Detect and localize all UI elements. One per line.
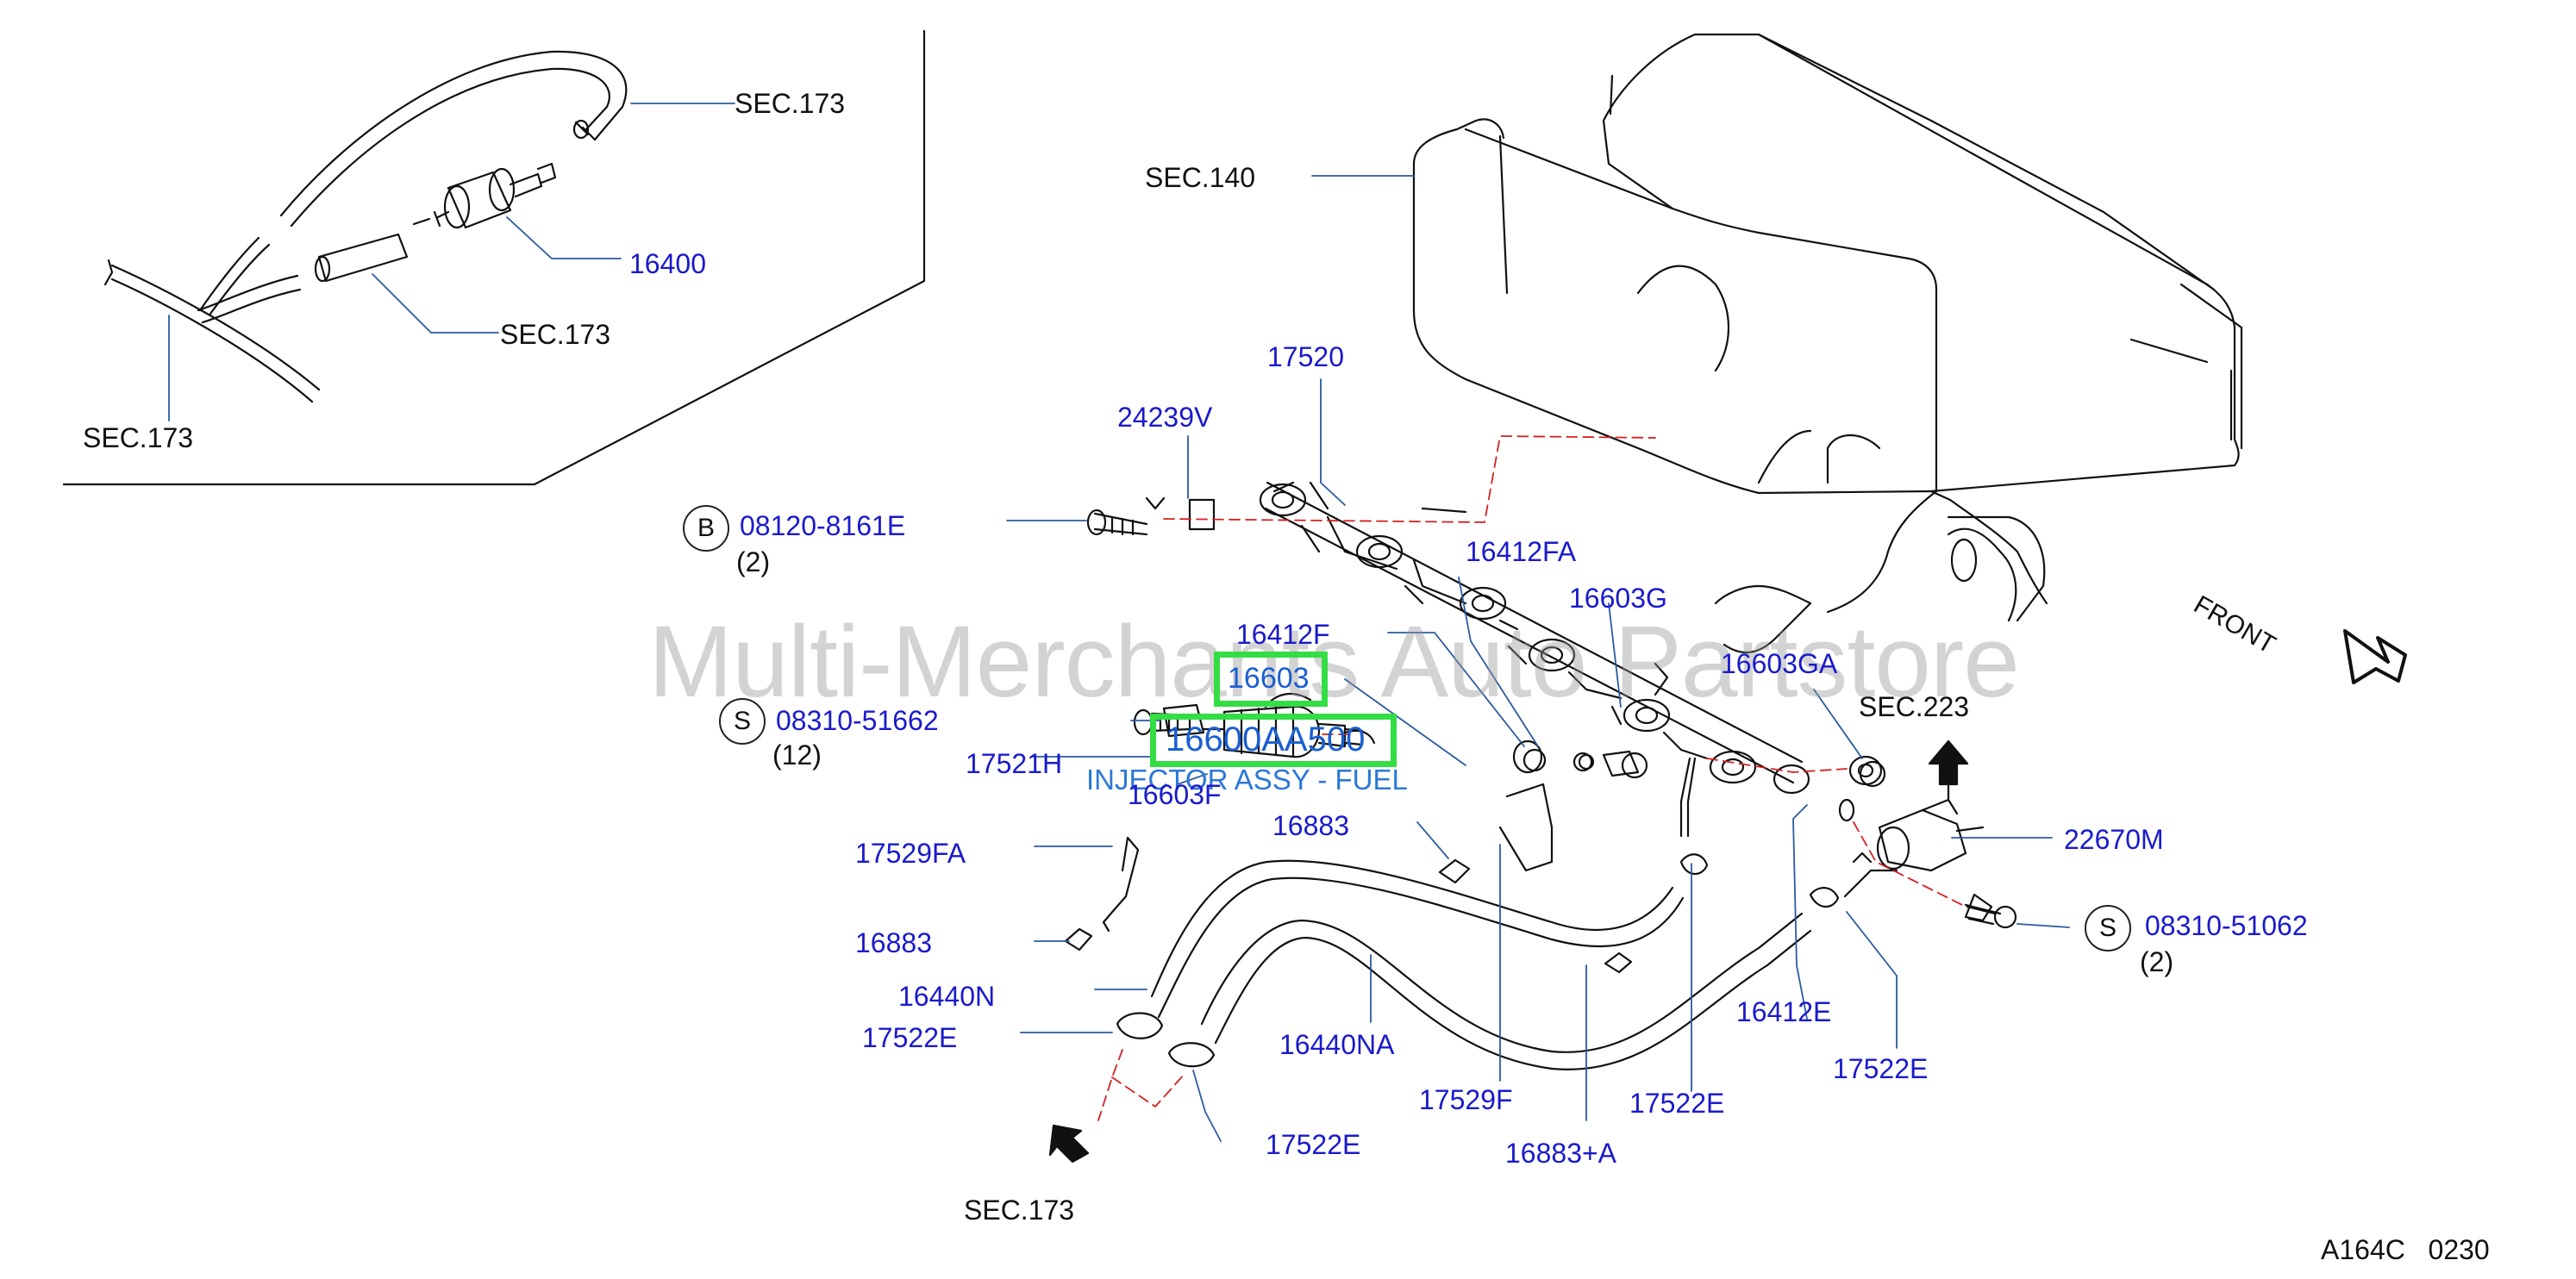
highlight-part-main[interactable]: 16600AA500 <box>1166 721 1366 758</box>
part-16412fa[interactable]: 16412FA <box>1466 536 1577 567</box>
intake-manifold-drawing <box>1412 33 2243 654</box>
part-08120-8161e[interactable]: 08120-8161E <box>740 510 906 541</box>
part-16400[interactable]: 16400 <box>629 248 706 279</box>
part-16883-a[interactable]: 16883 <box>1272 810 1349 841</box>
part-17522e-c[interactable]: 17522E <box>1629 1088 1725 1119</box>
callout-s-b: S <box>2085 905 2131 951</box>
diagram-reference: A164C 0230 <box>2321 1234 2490 1265</box>
part-16603f[interactable]: 16603F <box>1128 779 1222 810</box>
injector-drawing <box>1162 692 1640 777</box>
callout-s-a: S <box>719 698 766 745</box>
inset-frame <box>62 29 926 486</box>
part-16883-b[interactable]: 16883 <box>855 927 932 958</box>
front-arrow <box>2343 629 2407 684</box>
o-ring-drawing <box>1522 748 1886 822</box>
highlight-box-small <box>1214 652 1328 707</box>
part-16440n[interactable]: 16440N <box>898 981 996 1012</box>
watermark: Multi-Merchants Auto Partstore <box>648 605 2020 719</box>
label-sec140[interactable]: SEC.140 <box>1145 162 1256 193</box>
fuel-hose-drawing <box>1150 859 1812 1070</box>
qty-2-b: (2) <box>2140 946 2174 977</box>
part-17522e-b[interactable]: 17522E <box>1833 1053 1929 1084</box>
pressure-regulator-drawing <box>1843 755 2017 929</box>
part-17520[interactable]: 17520 <box>1267 341 1344 372</box>
part-17529fa[interactable]: 17529FA <box>855 838 966 869</box>
part-08310-51662[interactable]: 08310-51662 <box>776 705 939 736</box>
inset-leaders <box>168 103 735 421</box>
phantom-lines <box>1097 435 1966 1121</box>
part-16412f[interactable]: 16412F <box>1236 619 1330 650</box>
leader-lines <box>1006 378 2070 1142</box>
regulator-bolt-drawing <box>1966 905 1997 926</box>
part-16440na[interactable]: 16440NA <box>1279 1029 1395 1060</box>
rail-boss <box>1259 483 1810 795</box>
label-sec173-d[interactable]: SEC.173 <box>964 1195 1075 1226</box>
fuel-rail-drawing <box>1188 481 1810 795</box>
highlight-box-main <box>1150 714 1397 767</box>
sec173-arrow <box>1048 1124 1090 1164</box>
hose-clamp-drawing <box>1064 853 1840 1068</box>
rail-bolt-drawing <box>1086 496 1166 536</box>
sec223-arrow <box>1928 739 1969 786</box>
part-17522e-a[interactable]: 17522E <box>862 1022 958 1053</box>
label-sec173-a[interactable]: SEC.173 <box>735 88 846 119</box>
part-17529f[interactable]: 17529F <box>1419 1084 1513 1115</box>
part-24239v[interactable]: 24239V <box>1117 402 1213 433</box>
qty-2-a: (2) <box>736 546 771 577</box>
callout-b: B <box>683 505 729 552</box>
part-17522e-d[interactable]: 17522E <box>1266 1129 1361 1160</box>
bracket-drawing <box>1102 757 1697 933</box>
label-sec173-b[interactable]: SEC.173 <box>500 319 611 350</box>
part-17521h[interactable]: 17521H <box>966 748 1063 779</box>
part-16603ga[interactable]: 16603GA <box>1721 648 1838 679</box>
part-16412e[interactable]: 16412E <box>1736 996 1832 1027</box>
qty-12: (12) <box>772 739 822 771</box>
inset-fuel-filter-drawing <box>103 50 628 403</box>
part-08310-51062[interactable]: 08310-51062 <box>2145 910 2308 941</box>
part-16603g[interactable]: 16603G <box>1569 583 1667 614</box>
part-16883-plus-a[interactable]: 16883+A <box>1505 1138 1617 1169</box>
label-sec173-c[interactable]: SEC.173 <box>83 422 194 453</box>
highlight-part-small[interactable]: 16603 <box>1228 662 1310 695</box>
label-sec223[interactable]: SEC.223 <box>1859 691 1970 722</box>
part-22670m[interactable]: 22670M <box>2064 824 2164 855</box>
highlight-caption: INJECTOR ASSY - FUEL <box>1086 764 1408 795</box>
